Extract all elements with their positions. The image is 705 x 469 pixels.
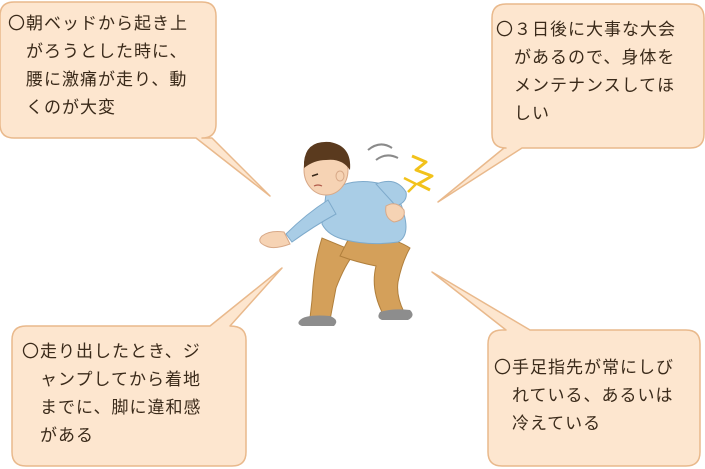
right-leg — [339, 231, 411, 317]
motion-line — [367, 143, 393, 151]
circle-marker: 〇 — [22, 342, 40, 362]
man-with-back-pain-illustration — [259, 141, 434, 326]
bubble-line: 〇朝ベッドから起き上 — [8, 14, 188, 34]
circle-marker: 〇 — [496, 20, 514, 40]
left-hand — [259, 231, 291, 249]
bubble-text-bottom-left: 〇走り出したとき、ジ ャンプしてから着地 までに、脚に違和感 がある — [22, 338, 222, 450]
bubble-line: 〇走り出したとき、ジ — [22, 342, 201, 362]
hair — [304, 141, 351, 170]
bubble-line: 冷えている — [512, 414, 602, 434]
speech-bubble-bottom-right — [431, 271, 701, 467]
bubble-text-top-left: 〇朝ベッドから起き上 がろうとした時に、 腰に激痛が走り、動 くのが大変 — [8, 10, 213, 122]
left-shoe — [298, 315, 337, 326]
pain-lightning-icon — [403, 176, 418, 193]
left-arm — [285, 199, 337, 243]
bubble-line: メンテナンスしてほ — [514, 76, 676, 96]
bubble-line: 〇３日後に大事な大会 — [496, 20, 676, 40]
ear — [335, 170, 345, 182]
bubble-line: がある — [40, 426, 94, 446]
bubble-text-top-right: 〇３日後に大事な大会 があるので、身体を メンテナンスしてほ しい — [496, 16, 696, 128]
circle-marker: 〇 — [8, 14, 26, 34]
right-arm — [375, 180, 407, 207]
bubble-line: 腰に激痛が走り、動 — [26, 70, 188, 90]
bubble-text-bottom-right: 〇手足指先が常にしび れている、あるいは 冷えている — [494, 354, 694, 438]
bubble-line: しい — [514, 104, 550, 124]
bubble-line: がろうとした時に、 — [26, 42, 188, 62]
bubble-line: くのが大変 — [26, 98, 116, 118]
speech-bubble-bottom-left — [11, 267, 283, 467]
bubble-line: までに、脚に違和感 — [40, 398, 202, 418]
bubble-line: があるので、身体を — [514, 48, 676, 68]
closed-eye — [311, 173, 319, 177]
right-shoe — [378, 309, 413, 320]
speech-bubble-top-right — [437, 3, 705, 203]
motion-line — [375, 154, 399, 161]
pain-lightning-icon — [411, 154, 434, 192]
grimace-mouth — [313, 184, 323, 187]
bubble-line: ャンプしてから着地 — [40, 370, 201, 390]
bubble-line: れている、あるいは — [512, 386, 674, 406]
circle-marker: 〇 — [494, 358, 512, 378]
speech-bubble-top-left — [0, 1, 271, 197]
bubble-line: 〇手足指先が常にしび — [494, 358, 674, 378]
right-hand-on-back — [385, 203, 405, 223]
